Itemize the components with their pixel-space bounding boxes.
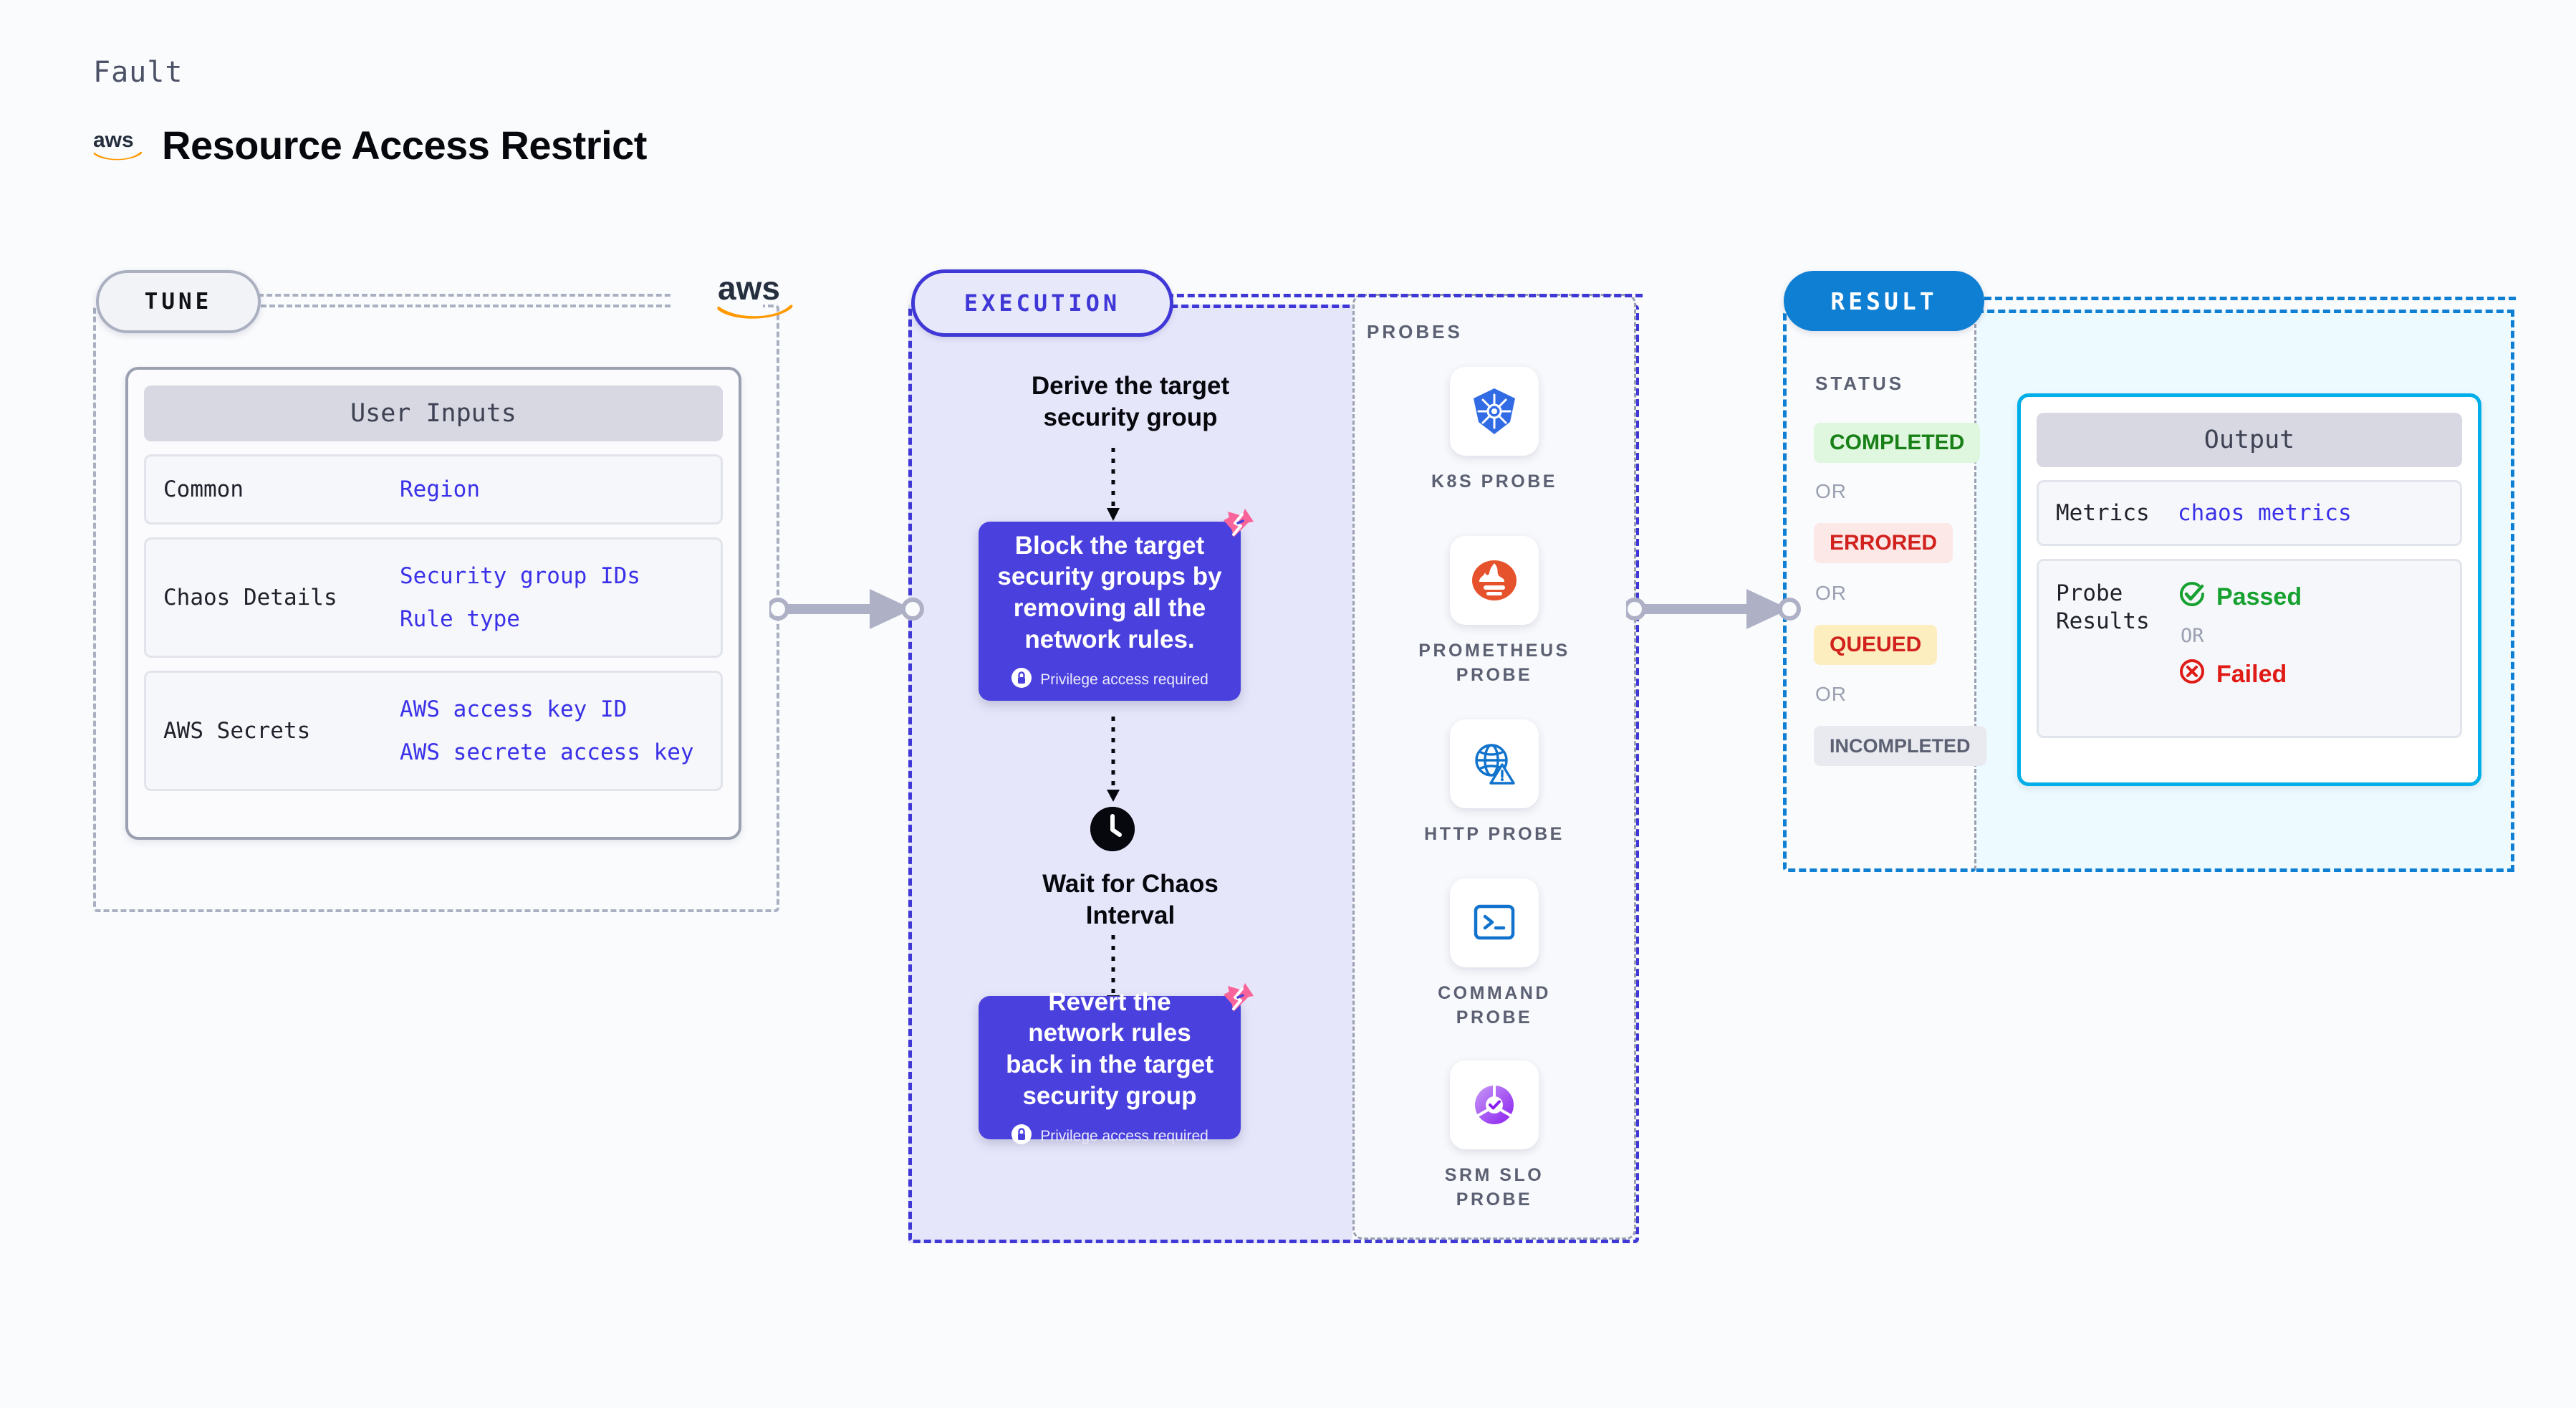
input-value[interactable]: Region [400,476,480,502]
input-value[interactable]: Rule type [400,606,520,632]
probe-http[interactable]: HTTP PROBE [1352,719,1636,847]
input-row-label: AWS Secrets [163,717,311,744]
svg-text:aws: aws [718,271,780,307]
output-row-label: Probe Results [2056,580,2150,634]
x-circle-icon [2178,657,2206,692]
privilege-note: Privilege access required [1011,667,1208,693]
lock-icon [1011,667,1032,693]
arrow-block-to-wait [1099,717,1128,808]
svg-text:aws: aws [93,129,134,152]
input-row-aws-secrets[interactable]: AWS Secrets AWS access key ID AWS secret… [144,671,723,791]
probe-label: PROMETHEUS PROBE [1418,641,1570,685]
execution-badge[interactable]: EXECUTION [911,269,1173,337]
step-block-target-security-groups[interactable]: Block the target security groups by remo… [979,509,1254,701]
input-value[interactable]: Security group IDs [400,562,640,589]
arrow-derive-to-block [1099,448,1128,527]
status-badge-errored: ERRORED [1814,523,1953,563]
metrics-value[interactable]: chaos metrics [2178,499,2352,526]
privilege-note: Privilege access required [1011,1124,1208,1149]
harness-logo-icon [1216,503,1259,550]
aws-logo-icon: aws [93,129,143,162]
probe-label: HTTP PROBE [1424,824,1565,844]
step-title: Revert the network rules back in the tar… [1006,987,1213,1110]
lock-icon [1011,1124,1032,1149]
output-row-values: chaos metrics [2178,492,2352,535]
input-row-values: Region [400,468,480,511]
input-value[interactable]: AWS access key ID [400,696,628,722]
srm-slo-icon [1450,1060,1539,1149]
http-globe-icon [1450,719,1539,808]
input-row-common[interactable]: Common Region [144,454,723,525]
probe-result-text: Failed [2216,661,2287,688]
result-status-sub-panel [1783,310,1976,872]
connector-tune-to-execution [766,582,927,640]
input-row-label: Chaos Details [163,584,337,610]
or-separator: OR [2181,625,2204,647]
kubernetes-icon [1450,367,1539,456]
probe-srm-slo[interactable]: SRM SLO PROBE [1352,1060,1636,1212]
probe-command[interactable]: COMMAND PROBE [1352,878,1636,1030]
probe-result-passed: Passed [2178,580,2302,615]
tune-badge[interactable]: TUNE [96,270,261,333]
input-row-values: AWS access key ID AWS secrete access key [400,688,694,775]
status-badge-queued: QUEUED [1814,625,1938,665]
result-top-dashed-line [1984,297,2516,300]
output-row-probe-results[interactable]: Probe Results Passed OR [2037,559,2462,738]
status-label: STATUS [1815,373,1905,394]
probe-label: SRM SLO PROBE [1444,1165,1544,1210]
probe-prometheus[interactable]: PROMETHEUS PROBE [1352,536,1636,688]
check-circle-icon [2178,580,2206,615]
or-separator: OR [1815,683,1847,705]
output-card: Output Metrics chaos metrics Probe Resul… [2017,393,2481,786]
step-title: Block the target security groups by remo… [997,531,1222,653]
page-title: Resource Access Restrict [162,123,647,168]
output-row-metrics[interactable]: Metrics chaos metrics [2037,480,2462,546]
step-derive-target-security-group: Derive the target security group [1031,372,1230,431]
connector-execution-to-result [1623,582,1805,640]
tune-top-dashed-line [258,294,688,297]
prometheus-icon [1450,536,1539,625]
probes-label: PROBES [1367,321,1463,343]
step-revert-network-rules[interactable]: Revert the network rules back in the tar… [979,983,1254,1144]
output-card-title: Output [2037,413,2462,467]
step-wait-for-chaos-interval: Wait for Chaos Interval [1042,870,1219,929]
aws-logo-icon: aws [716,269,794,326]
privilege-text: Privilege access required [1040,1127,1208,1144]
input-row-chaos-details[interactable]: Chaos Details Security group IDs Rule ty… [144,537,723,658]
probe-result-text: Passed [2216,583,2302,610]
execution-panel [908,305,1639,1243]
execution-top-dashed-line [1166,294,1643,297]
probe-k8s[interactable]: K8S PROBE [1352,367,1636,494]
harness-logo-icon [1216,977,1259,1024]
page-eyebrow: Fault [93,56,183,89]
or-separator: OR [1815,582,1847,604]
status-badge-completed: COMPLETED [1814,423,1981,463]
privilege-text: Privilege access required [1040,671,1208,688]
output-row-label: Metrics [2056,499,2150,526]
result-badge[interactable]: RESULT [1784,271,1984,331]
probe-result-failed: Failed [2178,657,2302,692]
terminal-icon [1450,878,1539,967]
input-row-label: Common [163,476,244,502]
probe-result-values: Passed OR Failed [2178,580,2302,692]
probe-label: K8S PROBE [1431,471,1557,492]
status-badge-incompleted: INCOMPLETED [1814,726,1986,766]
user-inputs-card: User Inputs Common Region Chaos Details … [125,367,741,840]
page-title-row: aws Resource Access Restrict [93,122,647,168]
or-separator: OR [1815,480,1847,502]
clock-icon [1090,807,1135,851]
input-row-values: Security group IDs Rule type [400,555,640,641]
input-value[interactable]: AWS secrete access key [400,739,694,765]
user-inputs-card-title: User Inputs [144,385,723,441]
probe-label: COMMAND PROBE [1438,983,1551,1028]
